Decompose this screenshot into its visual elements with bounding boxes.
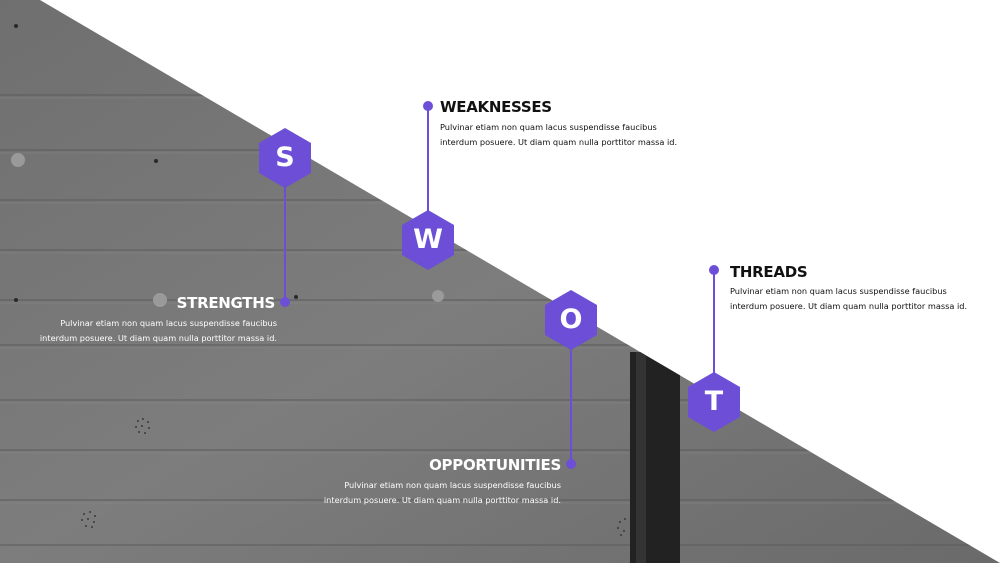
threats-hexagon: T: [684, 372, 744, 432]
weaknesses-hexagon: W: [398, 210, 458, 270]
strengths-description: Pulvinar etiam non quam lacus suspendiss…: [7, 316, 277, 346]
opportunities-description-line-1: Pulvinar etiam non quam lacus suspendiss…: [344, 480, 561, 490]
strengths-dot: [280, 297, 290, 307]
threats-connector-line: [713, 270, 715, 382]
strengths-connector-line: [284, 186, 286, 302]
strengths-hexagon: S: [255, 128, 315, 188]
weaknesses-dot: [423, 101, 433, 111]
threats-title: THREADS: [730, 263, 808, 281]
weaknesses-description: Pulvinar etiam non quam lacus suspendiss…: [440, 120, 710, 150]
threats-letter: T: [704, 386, 724, 417]
opportunities-description-line-2: interdum posuere. Ut diam quam nulla por…: [323, 495, 561, 505]
threats-dot: [709, 265, 719, 275]
opportunities-description: Pulvinar etiam non quam lacus suspendiss…: [291, 478, 561, 508]
strengths-letter: S: [275, 142, 295, 173]
opportunities-dot: [566, 459, 576, 469]
threats-description-line-2: interdum posuere. Ut diam quam nulla por…: [730, 301, 968, 311]
opportunities-hexagon: O: [541, 290, 601, 350]
weaknesses-title: WEAKNESSES: [440, 98, 552, 116]
weaknesses-letter: W: [413, 224, 443, 255]
threats-description: Pulvinar etiam non quam lacus suspendiss…: [730, 284, 1000, 314]
weaknesses-description-line-1: Pulvinar etiam non quam lacus suspendiss…: [440, 122, 657, 132]
strengths-title: STRENGTHS: [176, 294, 276, 312]
strengths-description-line-2: interdum posuere. Ut diam quam nulla por…: [39, 333, 277, 343]
weaknesses-description-line-2: interdum posuere. Ut diam quam nulla por…: [440, 137, 678, 147]
opportunities-connector-line: [570, 350, 572, 464]
weaknesses-connector-line: [427, 106, 429, 216]
opportunities-letter: O: [559, 304, 583, 335]
strengths-description-line-1: Pulvinar etiam non quam lacus suspendiss…: [60, 318, 277, 328]
threats-description-line-1: Pulvinar etiam non quam lacus suspendiss…: [730, 286, 947, 296]
opportunities-title: OPPORTUNITIES: [429, 456, 561, 474]
